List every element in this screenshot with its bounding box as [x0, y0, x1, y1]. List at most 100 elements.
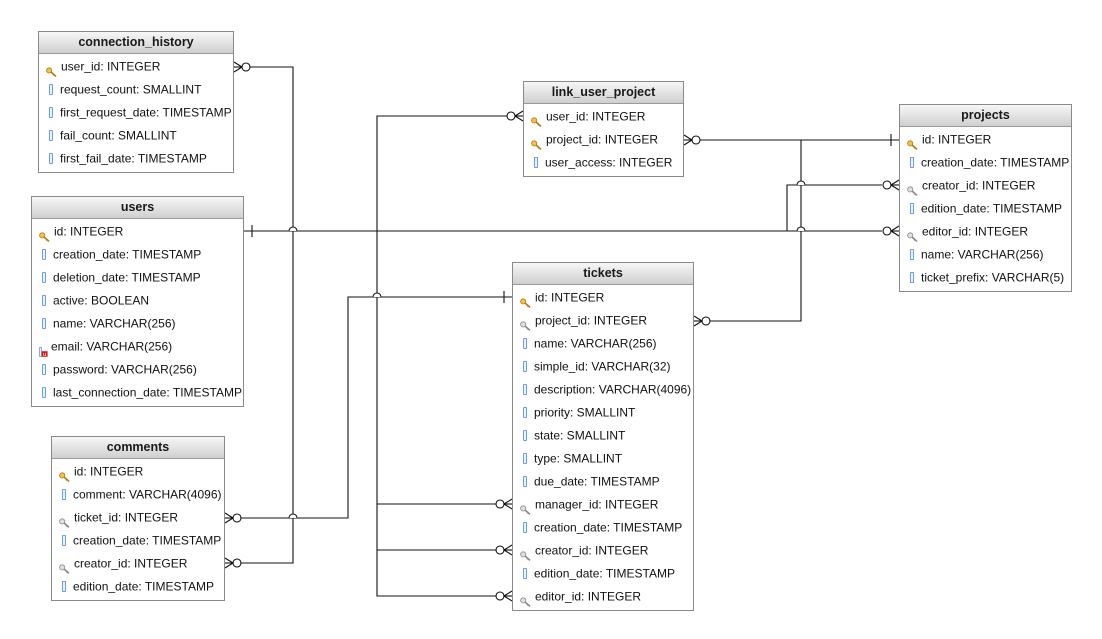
column-row[interactable]: last_connection_date: TIMESTAMP — [32, 381, 243, 404]
column-row[interactable]: editor_id: INTEGER — [513, 585, 693, 608]
column-row[interactable]: id: INTEGER — [513, 286, 693, 309]
table-columns: id: INTEGER creation_date: TIMESTAMP creat… — [900, 127, 1071, 291]
column-row[interactable]: creation_date: TIMESTAMP — [32, 243, 243, 266]
column-row[interactable]: creator_id: INTEGER — [513, 539, 693, 562]
column-row[interactable]: name: VARCHAR(256) — [900, 243, 1071, 266]
column-row[interactable]: simple_id: VARCHAR(32) — [513, 355, 693, 378]
column-row[interactable]: creator_id: INTEGER — [52, 552, 224, 575]
column-name: id: INTEGER — [535, 290, 605, 305]
column-icon — [523, 522, 527, 534]
column-row[interactable]: user_access: INTEGER — [524, 151, 683, 174]
column-row[interactable]: name: VARCHAR(256) — [513, 332, 693, 355]
column-row[interactable]: state: SMALLINT — [513, 424, 693, 447]
column-row[interactable]: fail_count: SMALLINT — [39, 124, 233, 147]
column-name: ticket_id: INTEGER — [74, 510, 179, 525]
column-icon — [910, 272, 914, 284]
column-name: user_access: INTEGER — [545, 155, 673, 170]
column-icon — [534, 157, 538, 169]
column-name: manager_id: INTEGER — [535, 497, 659, 512]
column-icon — [42, 249, 46, 261]
column-row[interactable]: id: INTEGER — [900, 128, 1071, 151]
column-icon — [42, 387, 46, 399]
column-row[interactable]: first_fail_date: TIMESTAMP — [39, 147, 233, 170]
column-row[interactable]: request_count: SMALLINT — [39, 78, 233, 101]
column-name: id: INTEGER — [74, 464, 144, 479]
foreign-key-icon — [520, 316, 531, 331]
table-users[interactable]: users id: INTEGER creation_date: TIMESTAM… — [31, 196, 244, 407]
column-name: password: VARCHAR(256) — [53, 362, 197, 377]
table-comments[interactable]: comments id: INTEGER comment: VARCHAR(409… — [51, 436, 225, 601]
column-icon — [49, 153, 53, 165]
table-projects[interactable]: projects id: INTEGER creation_date: TIMES… — [899, 104, 1072, 292]
line-crossing — [288, 226, 298, 232]
column-row[interactable]: creation_date: TIMESTAMP — [52, 529, 224, 552]
column-name: active: BOOLEAN — [53, 293, 150, 308]
many-marker — [495, 498, 513, 510]
column-icon — [62, 535, 66, 547]
column-icon — [523, 407, 527, 419]
column-name: creator_id: INTEGER — [535, 543, 649, 558]
column-row[interactable]: deletion_date: TIMESTAMP — [32, 266, 243, 289]
column-name: first_fail_date: TIMESTAMP — [60, 151, 207, 166]
column-row[interactable]: user_id: INTEGER — [39, 55, 233, 78]
many-marker — [224, 557, 242, 569]
column-row[interactable]: password: VARCHAR(256) — [32, 358, 243, 381]
column-name: creation_date: TIMESTAMP — [53, 247, 202, 262]
table-title: projects — [900, 105, 1071, 127]
column-name: creator_id: INTEGER — [922, 178, 1036, 193]
key-icon — [531, 112, 542, 127]
column-row[interactable]: id: INTEGER — [32, 220, 243, 243]
column-row[interactable]: creation_date: TIMESTAMP — [513, 516, 693, 539]
table-columns: id: INTEGER creation_date: TIMESTAMP delet… — [32, 219, 243, 406]
column-row[interactable]: edition_date: TIMESTAMP — [513, 562, 693, 585]
foreign-key-icon — [520, 500, 531, 515]
column-row[interactable]: id: INTEGER — [52, 460, 224, 483]
column-icon — [523, 568, 527, 580]
column-icon — [910, 249, 914, 261]
table-title: users — [32, 197, 243, 219]
column-row[interactable]: editor_id: INTEGER — [900, 220, 1071, 243]
column-icon — [42, 295, 46, 307]
column-name: id: INTEGER — [922, 132, 992, 147]
column-row[interactable]: ticket_prefix: VARCHAR(5) — [900, 266, 1071, 289]
column-row[interactable]: type: SMALLINT — [513, 447, 693, 470]
svg-text:u: u — [43, 352, 46, 357]
column-row[interactable]: project_id: INTEGER — [524, 128, 683, 151]
column-icon — [523, 430, 527, 442]
column-row[interactable]: first_request_date: TIMESTAMP — [39, 101, 233, 124]
table-title: comments — [52, 437, 224, 459]
column-row[interactable]: comment: VARCHAR(4096) — [52, 483, 224, 506]
column-row[interactable]: edition_date: TIMESTAMP — [900, 197, 1071, 220]
many-marker — [233, 61, 251, 73]
column-row[interactable]: ticket_id: INTEGER — [52, 506, 224, 529]
column-name: edition_date: TIMESTAMP — [534, 566, 675, 581]
table-title: tickets — [513, 263, 693, 285]
column-row[interactable]: due_date: TIMESTAMP — [513, 470, 693, 493]
column-icon — [42, 272, 46, 284]
column-row[interactable]: project_id: INTEGER — [513, 309, 693, 332]
column-row[interactable]: name: VARCHAR(256) — [32, 312, 243, 335]
column-icon — [62, 581, 66, 593]
column-row[interactable]: active: BOOLEAN — [32, 289, 243, 312]
column-row[interactable]: edition_date: TIMESTAMP — [52, 575, 224, 598]
many-marker — [693, 315, 711, 327]
column-row[interactable]: user_id: INTEGER — [524, 105, 683, 128]
column-row[interactable]: creation_date: TIMESTAMP — [900, 151, 1071, 174]
column-name: priority: SMALLINT — [534, 405, 636, 420]
column-name: deletion_date: TIMESTAMP — [53, 270, 201, 285]
column-icon — [49, 130, 53, 142]
column-row[interactable]: description: VARCHAR(4096) — [513, 378, 693, 401]
column-row[interactable]: priority: SMALLINT — [513, 401, 693, 424]
column-row[interactable]: creator_id: INTEGER — [900, 174, 1071, 197]
column-row[interactable]: manager_id: INTEGER — [513, 493, 693, 516]
column-name: editor_id: INTEGER — [535, 589, 642, 604]
column-name: description: VARCHAR(4096) — [534, 382, 692, 397]
